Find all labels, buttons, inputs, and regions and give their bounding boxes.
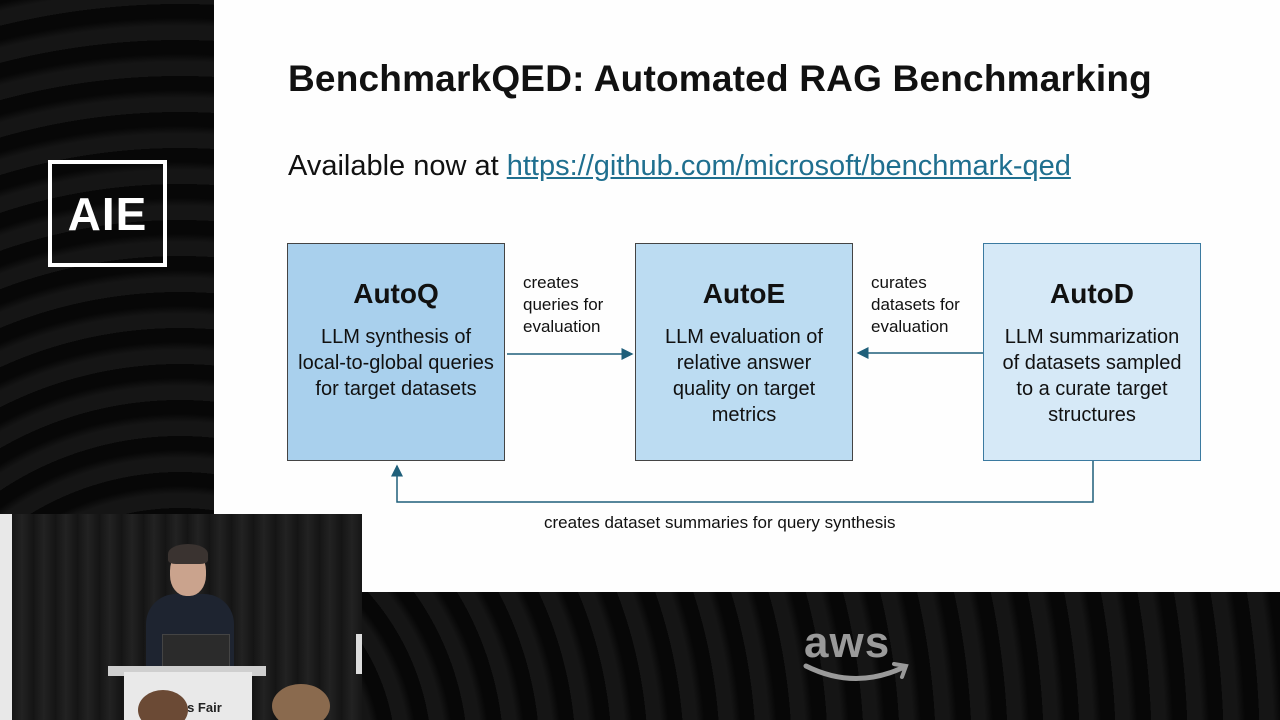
speaker-video: 's Fair xyxy=(0,514,362,720)
aie-logo: AIE xyxy=(48,160,167,267)
github-link[interactable]: https://github.com/microsoft/benchmark-q… xyxy=(506,150,1071,182)
podium-top xyxy=(108,666,266,676)
availability-line: Available now at https://github.com/micr… xyxy=(288,150,1071,183)
aie-logo-text: AIE xyxy=(67,187,148,240)
podium-sign: 's Fair xyxy=(184,700,222,715)
aws-smile-icon xyxy=(803,662,909,681)
arrow-autod-to-autoq xyxy=(391,461,1094,503)
slide-title: BenchmarkQED: Automated RAG Benchmarking xyxy=(288,58,1152,99)
arrow-label-curates-datasets: curates datasets for evaluation xyxy=(871,273,960,336)
stage-light xyxy=(356,634,362,674)
arrow-label-dataset-summaries: creates dataset summaries for query synt… xyxy=(544,513,896,532)
aws-logo: aws xyxy=(804,618,891,667)
audience-head xyxy=(272,684,330,720)
autoe-title: AutoE xyxy=(702,278,786,309)
audience-head xyxy=(138,690,188,720)
arrow-label-creates-queries: creates queries for evaluation xyxy=(523,273,604,336)
autoq-description: LLM synthesis of local-to-global queries… xyxy=(298,326,494,400)
autoq-box: AutoQ LLM synthesis of local-to-global q… xyxy=(287,243,505,461)
autoe-box: AutoE LLM evaluation of relative answer … xyxy=(635,243,853,461)
availability-prefix: Available now at xyxy=(288,150,507,182)
diagram-arrows xyxy=(391,347,1094,503)
autoq-title: AutoQ xyxy=(353,278,439,309)
autod-description: LLM summarization of datasets sampled to… xyxy=(1002,326,1182,426)
stage-wall xyxy=(0,514,12,720)
autoe-description: LLM evaluation of relative answer qualit… xyxy=(665,326,823,426)
autod-title: AutoD xyxy=(1050,278,1134,309)
speaker-hair xyxy=(168,544,208,564)
autod-box: AutoD LLM summarization of datasets samp… xyxy=(983,243,1201,461)
presentation-slide: BenchmarkQED: Automated RAG Benchmarking… xyxy=(214,0,1280,592)
